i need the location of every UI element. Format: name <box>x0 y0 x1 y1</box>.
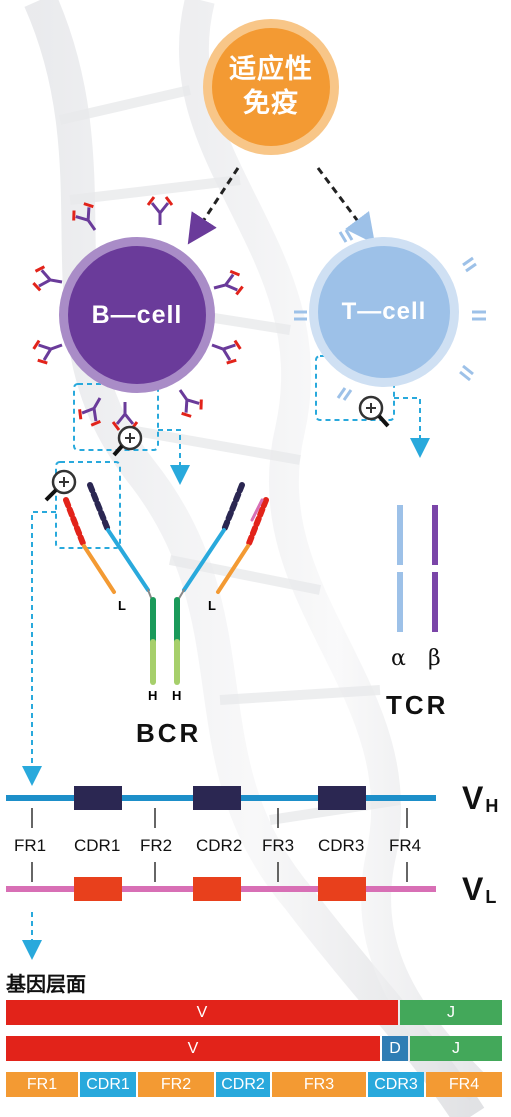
vl-letter: V <box>462 871 484 907</box>
gene-row3-fr3: FR3 <box>272 1072 366 1097</box>
bcr-heavy-chain-left-label: H <box>148 688 158 703</box>
gene-row2-d-label: D <box>389 1039 401 1057</box>
gene-row2-v-label: V <box>187 1039 199 1057</box>
zoom-box-b-cell <box>73 383 159 451</box>
zoom-arrow-b-cell <box>158 429 190 485</box>
gene-row3-fr1-label: FR1 <box>26 1075 58 1093</box>
zoom-box-bcr <box>55 461 121 549</box>
gene-row3-cdr3: CDR3 <box>368 1072 424 1097</box>
gene-row3-cdr2: CDR2 <box>216 1072 270 1097</box>
adaptive-immunity-label-line2: 免疫 <box>243 88 299 119</box>
region-label-fr4: FR4 <box>389 836 422 855</box>
b-cell: B—cell <box>68 246 206 384</box>
region-label-fr3: FR3 <box>262 836 295 855</box>
t-cell-label: T—cell <box>341 298 427 325</box>
gene-row2-d-segment: D <box>382 1036 408 1061</box>
gene-row3-fr1: FR1 <box>6 1072 78 1097</box>
magnifier-icon <box>112 425 143 457</box>
zoom-arrow-t-cell <box>394 397 430 458</box>
gene-row2-j-label: J <box>452 1039 460 1057</box>
bcr-light-chain-right-label: L <box>208 598 216 613</box>
t-cell: T—cell <box>318 246 450 378</box>
tcr-structure <box>397 505 438 632</box>
tcr-alpha-label: α <box>391 646 406 671</box>
t-cell-receptors <box>294 229 486 401</box>
gene-row2-j-segment: J <box>410 1036 502 1061</box>
region-label-cdr3: CDR3 <box>318 836 365 855</box>
vl-line <box>6 877 436 901</box>
tcr-label: TCR <box>386 690 449 720</box>
zoom-arrow-bcr <box>22 511 56 786</box>
adaptive-immunity-node: 适应性 免疫 <box>212 28 330 146</box>
bcr-label: BCR <box>136 718 202 748</box>
gene-row3-cdr2-label: CDR2 <box>221 1075 265 1093</box>
region-label-cdr2: CDR2 <box>196 836 243 855</box>
gene-level-title: 基因层面 <box>6 972 86 996</box>
region-label-fr2: FR2 <box>140 836 173 855</box>
gene-row3-fr2-label: FR2 <box>160 1075 192 1093</box>
b-cell-label: B—cell <box>91 300 183 329</box>
gene-row1-j-segment: J <box>400 1000 502 1025</box>
gene-row1-v-label: V <box>196 1003 208 1021</box>
bcr-structure <box>63 482 269 685</box>
b-cell-antibodies <box>32 196 244 431</box>
arrow-to-tcell <box>316 167 375 244</box>
gene-row3-fr3-label: FR3 <box>303 1075 335 1093</box>
region-ticks <box>31 808 408 882</box>
region-label-fr1: FR1 <box>14 836 47 855</box>
gene-row1-j-label: J <box>447 1003 455 1021</box>
vh-letter: V <box>462 780 484 816</box>
adaptive-immunity-label-line1: 适应性 <box>229 54 313 85</box>
vh-subscript: H <box>485 796 499 816</box>
gene-row2-v-segment: V <box>6 1036 380 1061</box>
vl-subscript: L <box>485 887 497 907</box>
gene-row3-cdr1: CDR1 <box>80 1072 136 1097</box>
gene-row3-cdr3-label: CDR3 <box>374 1075 418 1093</box>
magnifier-icon <box>358 395 390 428</box>
bcr-light-chain-left-label: L <box>118 598 126 613</box>
tcr-beta-label: β <box>428 646 441 671</box>
vh-line <box>6 786 436 810</box>
region-label-cdr1: CDR1 <box>74 836 121 855</box>
gene-row3-cdr1-label: CDR1 <box>86 1075 130 1093</box>
zoom-box-t-cell <box>315 355 395 421</box>
magnifier-icon <box>44 469 77 502</box>
gene-row3-fr4: FR4 <box>426 1072 502 1097</box>
gene-row3-fr2: FR2 <box>138 1072 214 1097</box>
bcr-heavy-chain-right-label: H <box>172 688 182 703</box>
gene-row3-fr4-label: FR4 <box>448 1075 480 1093</box>
gene-row1-v-segment: V <box>6 1000 398 1025</box>
arrow-to-bcell <box>187 167 240 245</box>
